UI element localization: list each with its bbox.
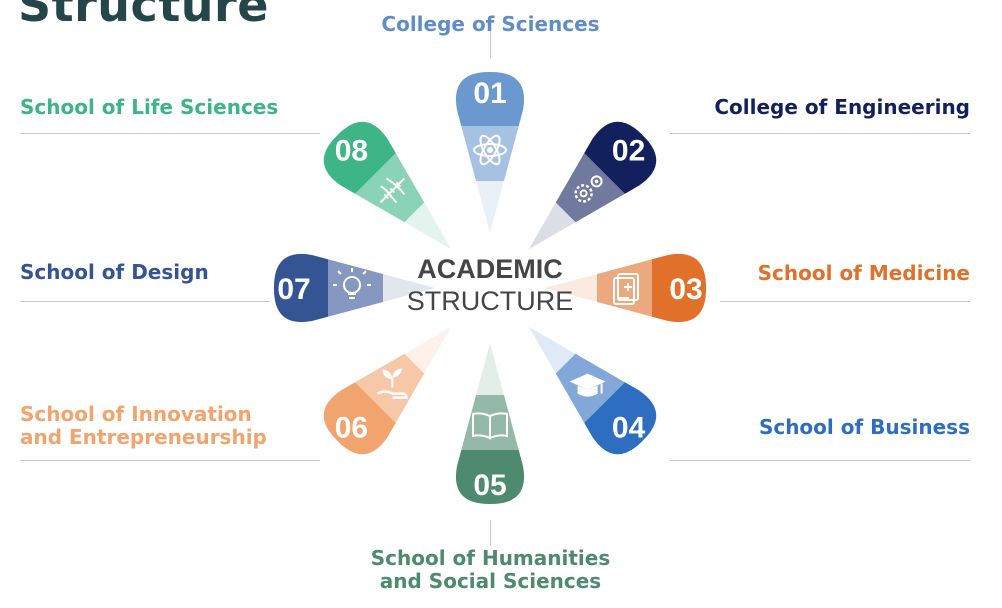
graduation-cap-icon bbox=[569, 373, 606, 397]
segment-04-number: 04 bbox=[612, 412, 646, 445]
plant-hand-icon bbox=[376, 368, 408, 399]
label-06-line2: and Entrepreneurship bbox=[20, 425, 267, 449]
label-07: School of Design bbox=[20, 261, 209, 284]
dna-icon bbox=[379, 177, 406, 204]
segment-05-number: 05 bbox=[473, 469, 506, 502]
segment-01-inner-band bbox=[455, 181, 525, 233]
label-06: School of Innovation and Entrepreneurshi… bbox=[20, 403, 267, 449]
segment-02-number: 02 bbox=[612, 134, 645, 167]
label-04: School of Business bbox=[759, 416, 970, 439]
label-05-line1: School of Humanities bbox=[370, 546, 611, 570]
segment-03-number: 03 bbox=[669, 273, 702, 306]
segment-06-number: 06 bbox=[335, 412, 368, 445]
medical-document-icon bbox=[613, 273, 639, 305]
segment-01-middle-band bbox=[455, 126, 525, 181]
rule-07 bbox=[20, 301, 270, 302]
label-08-text: School of Life Sciences bbox=[20, 95, 279, 119]
segment-07-number: 07 bbox=[277, 273, 310, 306]
segment-08-number: 08 bbox=[335, 134, 368, 167]
rule-03 bbox=[720, 301, 970, 302]
rule-06 bbox=[20, 460, 320, 461]
rule-08 bbox=[20, 133, 320, 134]
label-05-line2: and Social Sciences bbox=[379, 569, 602, 593]
center-title-line1: ACADEMIC bbox=[417, 254, 563, 284]
rule-01 bbox=[490, 30, 491, 58]
label-05: School of Humanities and Social Sciences bbox=[0, 547, 981, 593]
open-book-icon bbox=[472, 412, 508, 440]
label-01-text: College of Sciences bbox=[381, 12, 600, 36]
rule-05 bbox=[490, 520, 491, 546]
label-03: School of Medicine bbox=[758, 262, 970, 285]
label-02-text: College of Engineering bbox=[714, 95, 970, 119]
label-01: College of Sciences bbox=[0, 13, 981, 36]
rule-02 bbox=[670, 133, 970, 134]
rule-04 bbox=[670, 460, 970, 461]
segment-07-middle-band bbox=[328, 253, 383, 323]
label-04-text: School of Business bbox=[758, 415, 970, 439]
label-07-text: School of Design bbox=[20, 260, 209, 284]
label-06-line1: School of Innovation bbox=[20, 402, 252, 426]
label-03-text: School of Medicine bbox=[757, 261, 970, 285]
label-02: College of Engineering bbox=[714, 96, 970, 119]
segment-01-outer-band bbox=[455, 72, 525, 126]
atom-icon bbox=[473, 134, 507, 166]
label-08: School of Life Sciences bbox=[20, 96, 278, 119]
center-title-line2: STRUCTURE bbox=[407, 286, 574, 316]
lightbulb-icon bbox=[333, 268, 371, 299]
page-title: Structure bbox=[18, 0, 269, 32]
segment-05-inner-band bbox=[455, 343, 525, 395]
segment-05-outer-band bbox=[455, 450, 525, 504]
center-hub: ACADEMIC STRUCTURE bbox=[407, 254, 574, 316]
gears-icon bbox=[574, 175, 603, 203]
segment-01-number: 01 bbox=[473, 77, 506, 110]
